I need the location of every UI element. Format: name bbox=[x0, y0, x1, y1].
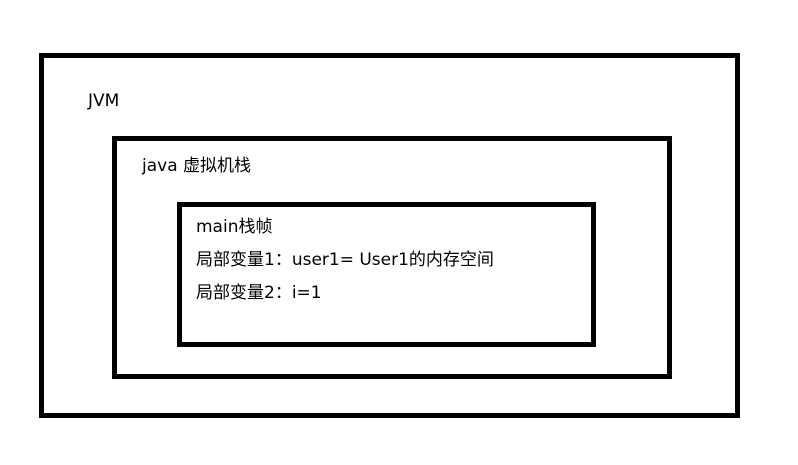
java-virtual-machine-stack: java 虚拟机栈 main栈帧 局部变量1：user1= User1的内存空间… bbox=[112, 136, 672, 379]
local-variable-1: 局部变量1：user1= User1的内存空间 bbox=[196, 250, 494, 270]
java-stack-label: java 虚拟机栈 bbox=[142, 156, 252, 176]
main-frame-title: main栈帧 bbox=[196, 217, 273, 237]
jvm-label: JVM bbox=[88, 91, 120, 111]
jvm-container: JVM java 虚拟机栈 main栈帧 局部变量1：user1= User1的… bbox=[39, 53, 740, 418]
main-stack-frame: main栈帧 局部变量1：user1= User1的内存空间 局部变量2：i=1 bbox=[177, 202, 596, 347]
local-variable-2: 局部变量2：i=1 bbox=[196, 283, 322, 303]
